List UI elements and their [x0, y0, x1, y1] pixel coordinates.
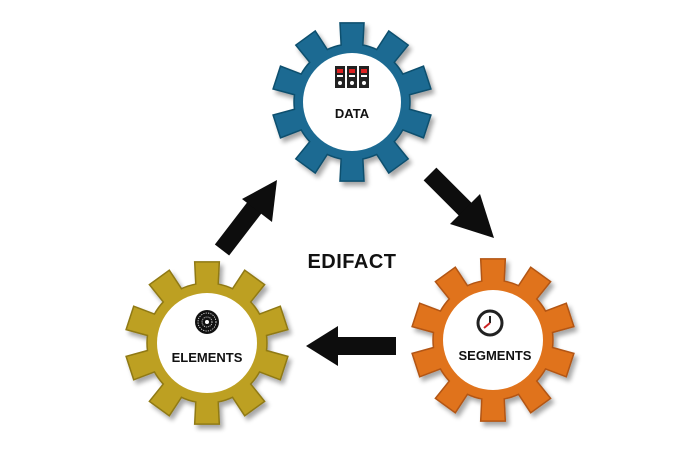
- gear-segments: [411, 258, 575, 422]
- gear-data-label: DATA: [335, 106, 370, 121]
- gear-segments-label: SEGMENTS: [459, 348, 532, 363]
- gear-segments-hub: [443, 290, 543, 390]
- wheel-icon: [195, 310, 219, 334]
- arrow-data-to-segments: [423, 167, 494, 238]
- diagram-title: EDIFACT: [307, 251, 396, 273]
- gear-data: [272, 22, 432, 182]
- binders-icon: [335, 66, 369, 88]
- gear-elements-hub: [157, 293, 257, 393]
- clock-icon: [476, 309, 504, 337]
- arrow-elements-to-data: [214, 180, 277, 256]
- gear-elements: [125, 261, 289, 425]
- gear-elements-label: ELEMENTS: [172, 350, 243, 365]
- gear-data-hub: [303, 53, 401, 151]
- arrow-segments-to-elements: [306, 326, 396, 366]
